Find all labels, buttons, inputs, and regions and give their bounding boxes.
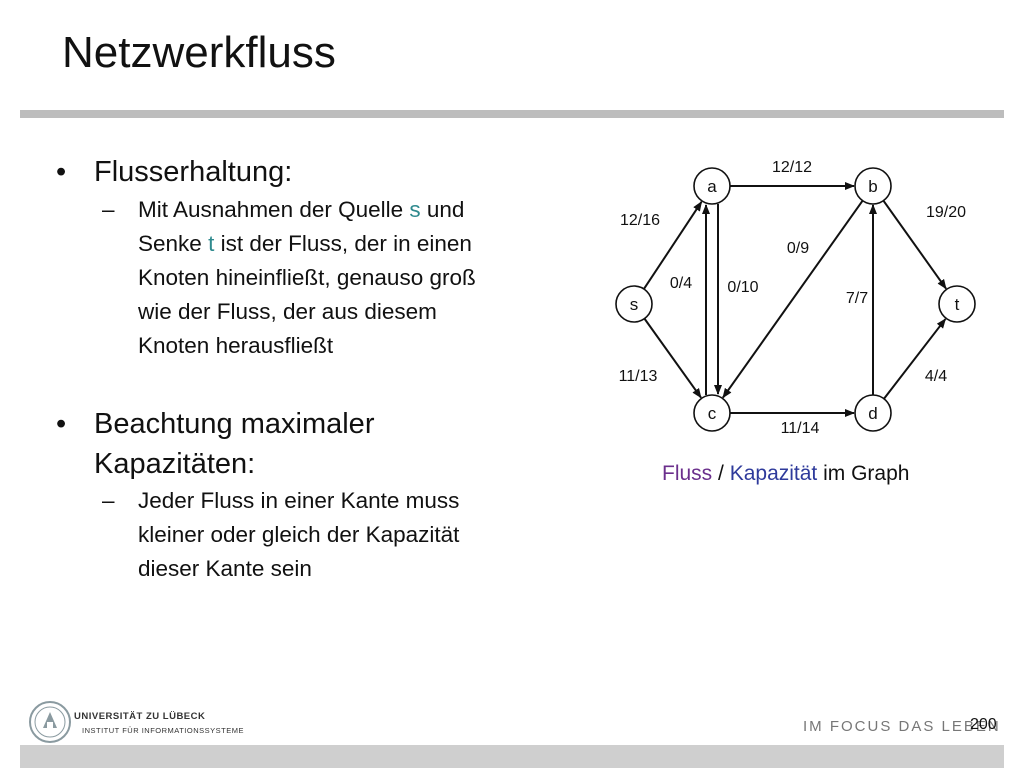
node-label-t: t — [955, 295, 960, 314]
sub-dash: – — [102, 488, 115, 513]
sub-bullet-kapazitaeten: – Jeder Fluss in einer Kante muss kleine… — [102, 484, 460, 586]
bullet-dot: • — [56, 156, 67, 188]
institute-name: INSTITUT FÜR INFORMATIONSSYSTEME — [82, 726, 244, 735]
edge-label-s-a: 12/16 — [620, 212, 660, 229]
page-number: 200 — [970, 716, 997, 733]
sub-line: wie der Fluss, der aus diesem — [138, 299, 437, 324]
bullet-dot: • — [56, 408, 67, 440]
edge-label-d-t: 4/4 — [925, 368, 947, 385]
bullet-heading-line: Kapazitäten: — [94, 448, 256, 480]
sub-bullet-flusserhaltung: – Mit Ausnahmen der Quelle s und Senke t… — [102, 193, 476, 363]
edge-b-t — [882, 200, 947, 290]
sub-line: kleiner oder gleich der Kapazität — [138, 522, 460, 547]
caption-separator: / — [712, 462, 730, 485]
footer-bar — [20, 745, 1004, 768]
bullet-heading: Flusserhaltung: — [94, 156, 293, 188]
sink-t: t — [208, 231, 215, 256]
edge-s-a — [643, 201, 703, 290]
edge-label-b-t: 19/20 — [926, 204, 966, 221]
edge-s-c — [643, 318, 702, 399]
edge-label-a-b: 12/12 — [772, 159, 812, 176]
node-label-a: a — [707, 177, 717, 196]
university-seal-logo — [29, 701, 71, 743]
slide-title: Netzwerkfluss — [62, 28, 336, 77]
node-c — [693, 394, 731, 432]
title-divider — [20, 110, 1004, 118]
sub-line: Jeder Fluss in einer Kante muss — [138, 488, 460, 513]
source-s: s — [409, 197, 421, 222]
sub-dash: – — [102, 197, 115, 222]
edge-label-a-c: 0/10 — [727, 279, 758, 296]
graph-caption: Fluss / Kapazität im Graph — [662, 462, 909, 486]
caption-kapazitaet: Kapazität — [729, 462, 818, 485]
edge-label-d-b: 7/7 — [846, 290, 868, 307]
edge-label-c-a: 0/4 — [670, 275, 692, 292]
university-name: UNIVERSITÄT ZU LÜBECK — [74, 711, 206, 722]
caption-fluss: Fluss — [662, 462, 713, 485]
sub-line: Knoten hineinfließt, genauso groß — [138, 265, 476, 290]
node-b — [854, 167, 892, 205]
motto: IM FOCUS DAS LEBEN — [803, 718, 1001, 735]
node-label-b: b — [868, 177, 877, 196]
edge-label-b-c: 0/9 — [787, 240, 809, 257]
edge-label-s-c: 11/13 — [619, 368, 658, 385]
node-t — [938, 285, 976, 323]
node-s — [615, 285, 653, 323]
node-label-d: d — [868, 404, 877, 423]
sub-line: Mit Ausnahmen der Quelle s und — [138, 197, 465, 222]
sub-line: Knoten herausfließt — [138, 333, 334, 358]
node-label-c: c — [708, 404, 717, 423]
bullet-kapazitaeten: • Beachtung maximaler Kapazitäten: — [56, 404, 375, 484]
node-a — [693, 167, 731, 205]
bullet-heading-line: Beachtung maximaler — [94, 408, 375, 440]
node-label-s: s — [630, 295, 639, 314]
sub-line: Senke t ist der Fluss, der in einen — [138, 231, 472, 256]
edge-label-c-d: 11/14 — [781, 420, 820, 437]
caption-rest: im Graph — [817, 462, 910, 485]
edge-b-c — [722, 200, 864, 399]
sub-line: dieser Kante sein — [138, 556, 312, 581]
edge-d-t — [883, 318, 947, 400]
node-d — [854, 394, 892, 432]
bullet-flusserhaltung: • Flusserhaltung: — [56, 152, 293, 192]
